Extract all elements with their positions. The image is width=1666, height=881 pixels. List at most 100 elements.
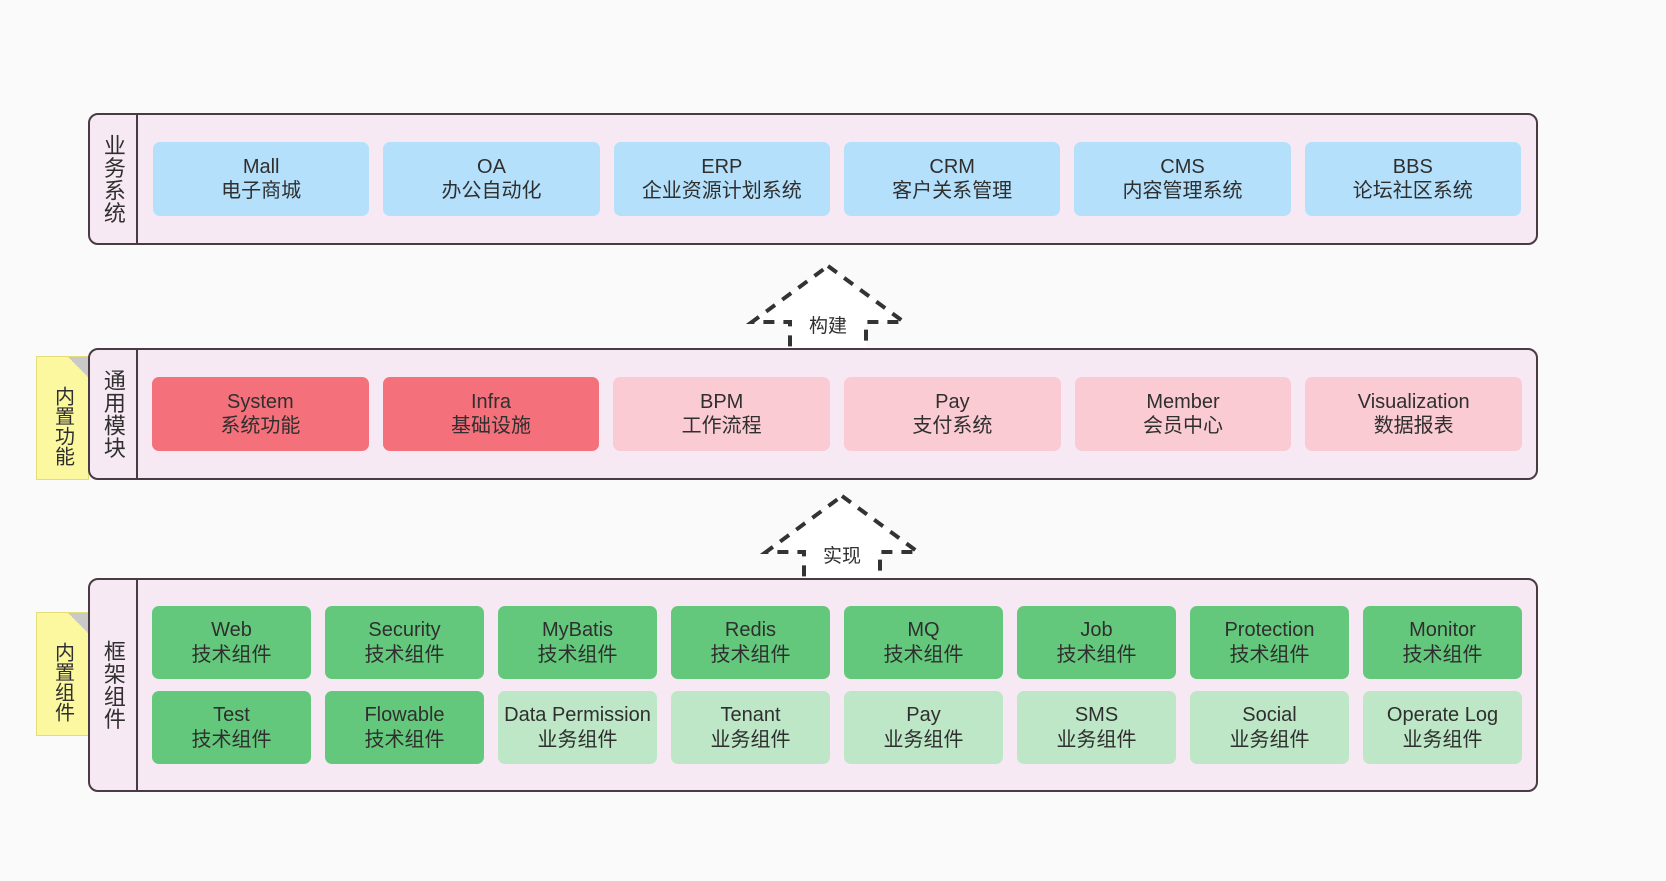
node-operate-log[interactable]: Operate Log 业务组件: [1363, 691, 1522, 764]
layer-body-framework: Web 技术组件 Security 技术组件 MyBatis 技术组件 Redi…: [138, 580, 1536, 790]
node-title: OA: [477, 155, 506, 178]
node-job[interactable]: Job 技术组件: [1017, 606, 1176, 679]
node-subtitle: 业务组件: [1056, 728, 1137, 751]
layer-business-systems: 业务系统 Mall 电子商城 OA 办公自动化 ERP 企业资源计划系统 CRM…: [88, 113, 1538, 245]
note-fold-icon: [68, 357, 88, 377]
node-title: MQ: [907, 619, 940, 642]
node-subtitle: 业务组件: [1402, 728, 1483, 751]
node-subtitle: 技术组件: [883, 643, 964, 666]
node-bbs[interactable]: BBS 论坛社区系统: [1304, 142, 1521, 216]
node-oa[interactable]: OA 办公自动化: [383, 142, 600, 216]
layer-row: System 系统功能 Infra 基础设施 BPM 工作流程 Pay 支付系统…: [152, 377, 1523, 451]
layer-title-common: 通用模块: [90, 350, 138, 478]
node-social[interactable]: Social 业务组件: [1190, 691, 1349, 764]
node-title: CMS: [1160, 155, 1205, 178]
node-title: Visualization: [1357, 390, 1470, 413]
node-subtitle: 技术组件: [191, 728, 272, 751]
node-title: SMS: [1074, 704, 1119, 727]
node-title: Monitor: [1409, 619, 1476, 642]
node-subtitle: 企业资源计划系统: [641, 180, 802, 202]
connector-build: 构建: [745, 262, 911, 354]
node-subtitle: 技术组件: [364, 728, 445, 751]
node-sms[interactable]: SMS 业务组件: [1017, 691, 1176, 764]
node-subtitle: 业务组件: [537, 728, 618, 751]
node-mq[interactable]: MQ 技术组件: [844, 606, 1003, 679]
node-bpm[interactable]: BPM 工作流程: [613, 377, 831, 451]
node-crm[interactable]: CRM 客户关系管理: [843, 142, 1061, 216]
node-monitor[interactable]: Monitor 技术组件: [1363, 606, 1522, 679]
node-subtitle: 技术组件: [710, 643, 791, 666]
node-subtitle: 业务组件: [883, 728, 964, 751]
note-label: 内置功能: [51, 386, 74, 466]
node-subtitle: 技术组件: [1229, 643, 1310, 666]
node-subtitle: 会员中心: [1143, 415, 1224, 437]
node-subtitle: 技术组件: [364, 643, 445, 666]
node-flowable[interactable]: Flowable 技术组件: [325, 691, 484, 764]
layer-title-framework: 框架组件: [90, 580, 138, 790]
node-title: Mall: [242, 155, 280, 178]
node-title: Test: [213, 704, 250, 727]
node-subtitle: 工作流程: [681, 415, 762, 437]
node-pay-module[interactable]: Pay 支付系统: [844, 377, 1061, 451]
node-title: Web: [211, 619, 252, 642]
note-label: 内置组件: [51, 642, 74, 722]
node-title: Flowable: [364, 704, 445, 727]
node-protection[interactable]: Protection 技术组件: [1190, 606, 1349, 679]
node-cms[interactable]: CMS 内容管理系统: [1074, 142, 1291, 216]
node-redis[interactable]: Redis 技术组件: [671, 606, 830, 679]
node-subtitle: 技术组件: [537, 643, 618, 666]
node-subtitle: 论坛社区系统: [1352, 180, 1473, 202]
node-title: BBS: [1392, 155, 1433, 178]
node-title: ERP: [701, 155, 743, 178]
node-web[interactable]: Web 技术组件: [152, 606, 311, 679]
node-subtitle: 技术组件: [191, 643, 272, 666]
note-builtin-features: 内置功能: [36, 356, 89, 480]
node-title: Protection: [1224, 619, 1315, 642]
node-visualization[interactable]: Visualization 数据报表: [1305, 377, 1523, 451]
node-title: BPM: [700, 390, 744, 413]
connector-build-label: 构建: [808, 316, 847, 337]
node-title: Redis: [724, 619, 777, 642]
connector-realize: 实现: [759, 492, 925, 584]
node-subtitle: 系统功能: [220, 415, 301, 437]
node-subtitle: 业务组件: [710, 728, 791, 751]
node-pay-component[interactable]: Pay 业务组件: [844, 691, 1003, 764]
node-test[interactable]: Test 技术组件: [152, 691, 311, 764]
node-title: MyBatis: [541, 619, 614, 642]
node-subtitle: 电子商城: [221, 180, 302, 202]
node-title: Member: [1146, 390, 1220, 413]
node-title: Data Permission: [504, 704, 651, 727]
note-fold-icon: [68, 613, 88, 633]
node-security[interactable]: Security 技术组件: [325, 606, 484, 679]
node-title: Job: [1080, 619, 1113, 642]
connector-realize-label: 实现: [822, 546, 861, 567]
node-subtitle: 技术组件: [1402, 643, 1483, 666]
note-builtin-components: 内置组件: [36, 612, 89, 736]
layer-body-common: System 系统功能 Infra 基础设施 BPM 工作流程 Pay 支付系统…: [138, 350, 1536, 478]
node-title: Pay: [935, 390, 970, 413]
node-infra[interactable]: Infra 基础设施: [382, 377, 600, 451]
node-erp[interactable]: ERP 企业资源计划系统: [613, 142, 830, 216]
node-subtitle: 支付系统: [912, 415, 993, 437]
node-title: Infra: [470, 390, 512, 413]
node-title: System: [226, 390, 294, 413]
node-data-permission[interactable]: Data Permission 业务组件: [498, 691, 657, 764]
node-title: Security: [368, 619, 441, 642]
layer-framework-components: 框架组件 Web 技术组件 Security 技术组件 MyBatis 技术组件…: [88, 578, 1538, 792]
node-subtitle: 办公自动化: [441, 180, 542, 202]
node-title: Operate Log: [1386, 704, 1499, 727]
layer-row: Web 技术组件 Security 技术组件 MyBatis 技术组件 Redi…: [152, 606, 1522, 679]
node-title: Pay: [906, 704, 941, 727]
node-mybatis[interactable]: MyBatis 技术组件: [498, 606, 657, 679]
node-title: CRM: [929, 155, 975, 178]
node-member[interactable]: Member 会员中心: [1074, 377, 1292, 451]
node-subtitle: 数据报表: [1373, 415, 1454, 437]
layer-row: Mall 电子商城 OA 办公自动化 ERP 企业资源计划系统 CRM 客户关系…: [153, 142, 1521, 216]
node-subtitle: 基础设施: [451, 415, 531, 437]
node-mall[interactable]: Mall 电子商城: [153, 142, 370, 216]
layer-body-business: Mall 电子商城 OA 办公自动化 ERP 企业资源计划系统 CRM 客户关系…: [138, 115, 1536, 243]
node-system[interactable]: System 系统功能: [152, 377, 369, 451]
node-tenant[interactable]: Tenant 业务组件: [671, 691, 830, 764]
node-title: Social: [1242, 704, 1297, 727]
